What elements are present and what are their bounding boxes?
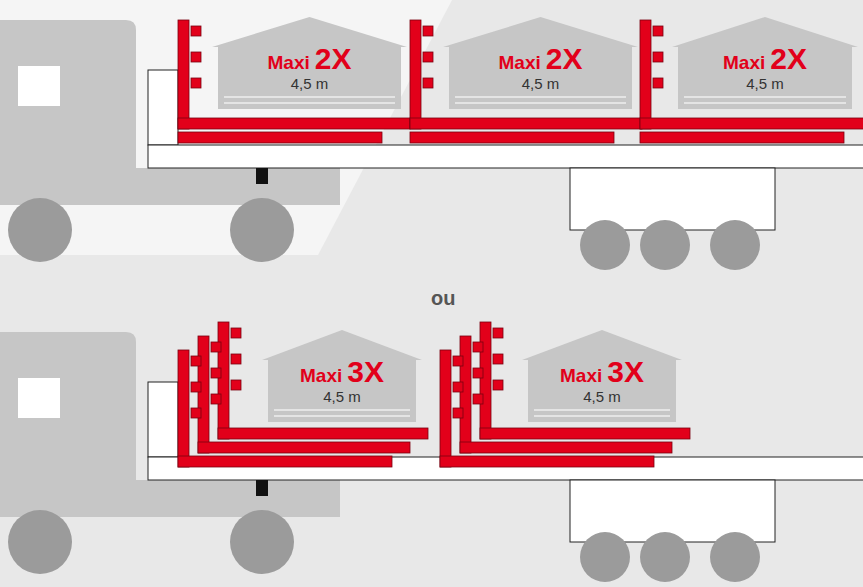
fifth-wheel xyxy=(256,168,268,184)
wheel xyxy=(640,220,690,270)
load-label: Maxi xyxy=(560,365,602,387)
load-house: Maxi3X4,5 m xyxy=(262,330,422,422)
length-label: 4,5 m xyxy=(291,75,329,92)
load-label: 3X xyxy=(347,357,384,387)
red-fork xyxy=(178,132,382,143)
load-label: Maxi xyxy=(723,52,765,74)
load-house: Maxi3X4,5 m xyxy=(522,330,682,422)
truck xyxy=(0,20,863,270)
load-label: 2X xyxy=(315,44,352,74)
load-label: Maxi xyxy=(499,52,541,74)
separator-word: ou xyxy=(431,287,455,310)
length-label: 4,5 m xyxy=(583,388,621,405)
wheel xyxy=(8,510,72,574)
load-label: 2X xyxy=(770,44,807,74)
trailer-deck xyxy=(148,457,863,480)
load-label: Maxi xyxy=(300,365,342,387)
wheel xyxy=(8,198,72,262)
load-label: 2X xyxy=(546,44,583,74)
load-label: 3X xyxy=(607,357,644,387)
length-label: 4,5 m xyxy=(522,75,560,92)
trailer-gooseneck xyxy=(148,382,178,457)
wheel xyxy=(230,198,294,262)
truck xyxy=(0,322,863,582)
red-mast xyxy=(480,322,690,439)
length-label: 4,5 m xyxy=(746,75,784,92)
length-label: 4,5 m xyxy=(323,388,361,405)
trailer-gooseneck xyxy=(148,70,178,145)
red-mast xyxy=(218,322,428,439)
wheel xyxy=(710,532,760,582)
load-house: Maxi2X4,5 m xyxy=(672,17,858,109)
trailer-deck xyxy=(148,145,863,168)
red-fork xyxy=(410,132,614,143)
wheel xyxy=(580,220,630,270)
wheel xyxy=(230,510,294,574)
cab-window xyxy=(18,378,60,418)
wheel xyxy=(580,532,630,582)
load-house: Maxi2X4,5 m xyxy=(443,17,638,109)
load-label: Maxi xyxy=(268,52,310,74)
load-house: Maxi2X4,5 m xyxy=(212,17,407,109)
wheel xyxy=(640,532,690,582)
red-fork xyxy=(640,132,844,143)
wheel xyxy=(710,220,760,270)
fifth-wheel xyxy=(256,480,268,496)
cab-window xyxy=(18,66,60,106)
